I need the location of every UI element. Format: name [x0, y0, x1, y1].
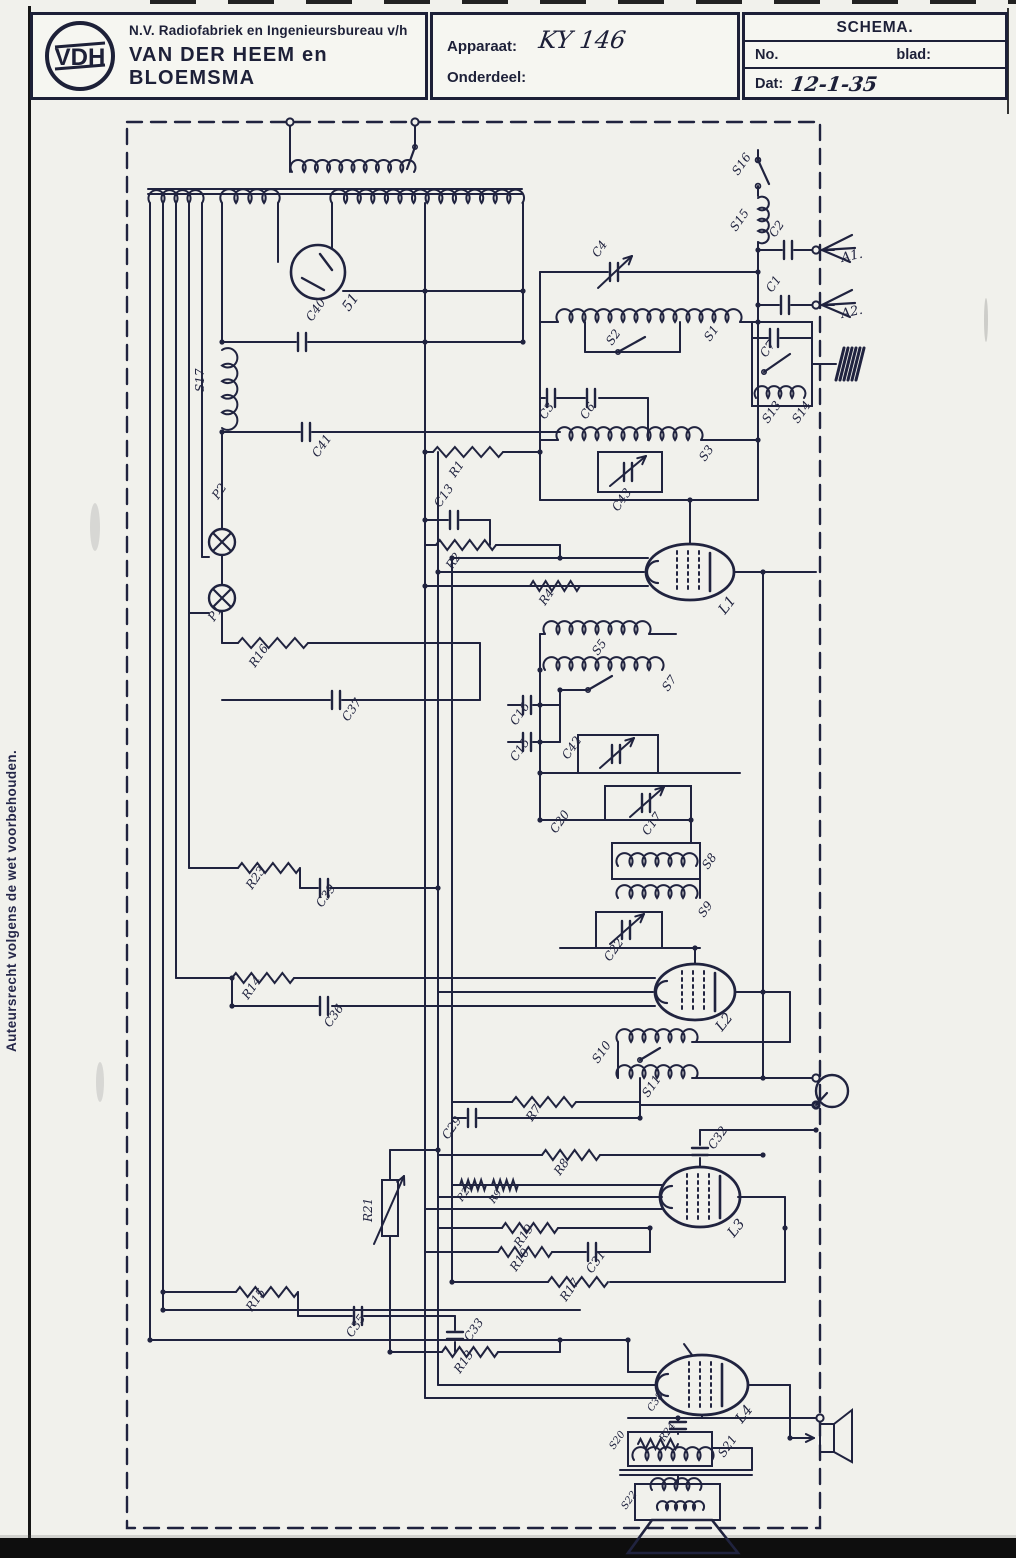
schema-block: SCHEMA. No. blad: Dat: 12-1-35	[742, 12, 1008, 100]
onderdeel-label: Onderdeel:	[447, 69, 527, 86]
svg-text:S5: S5	[589, 637, 610, 658]
svg-text:R1: R1	[445, 458, 467, 481]
svg-text:C1: C1	[763, 273, 784, 295]
svg-text:C41: C41	[309, 432, 334, 460]
svg-text:R10: R10	[506, 1245, 532, 1274]
apparatus-block: Apparaat: KY 146 Onderdeel:	[430, 12, 740, 100]
apparaat-value: KY 146	[537, 26, 629, 54]
onderdeel-row: Onderdeel:	[447, 69, 723, 87]
schema-title: SCHEMA.	[745, 15, 1005, 42]
svg-text:S8: S8	[699, 850, 720, 871]
svg-text:C20: C20	[547, 807, 573, 835]
svg-text:S10: S10	[589, 1038, 614, 1066]
svg-text:S13: S13	[759, 398, 784, 426]
scan-edge-left	[28, 6, 31, 1540]
svg-text:C4: C4	[589, 238, 610, 260]
manufacturer-block: VDH N.V. Radiofabriek en Ingenieursburea…	[30, 12, 428, 100]
svg-text:51: 51	[339, 291, 362, 315]
svg-text:C42: C42	[559, 734, 584, 762]
svg-text:C17: C17	[639, 809, 665, 837]
no-label: No.	[755, 47, 779, 63]
title-block: VDH N.V. Radiofabriek en Ingenieursburea…	[30, 12, 1008, 100]
svg-text:R9: R9	[487, 1188, 505, 1207]
svg-text:A2.: A2.	[839, 303, 864, 322]
scan-edge-top	[150, 0, 1016, 4]
svg-text:S2: S2	[603, 327, 624, 348]
schema-date-row: Dat: 12-1-35	[745, 69, 1005, 99]
svg-text:S16: S16	[729, 150, 754, 178]
company-titles: N.V. Radiofabriek en Ingenieursbureau v/…	[129, 23, 417, 90]
svg-text:R14: R14	[238, 974, 264, 1003]
svg-text:C40: C40	[303, 295, 329, 323]
apparaat-label: Apparaat:	[447, 38, 518, 55]
svg-text:S7: S7	[659, 672, 680, 693]
svg-text:C39: C39	[313, 881, 339, 909]
svg-text:S15: S15	[727, 206, 752, 233]
svg-text:C32: C32	[705, 1124, 730, 1152]
svg-text:R21: R21	[361, 1198, 375, 1223]
svg-text:S22: S22	[619, 1489, 639, 1511]
scan-edge-bottom	[0, 1538, 1016, 1558]
vdh-logo-icon: VDH	[45, 21, 115, 91]
svg-text:S1: S1	[701, 323, 722, 344]
logo-monogram: VDH	[55, 44, 106, 71]
svg-text:S14: S14	[789, 398, 814, 425]
svg-text:S9: S9	[695, 898, 716, 919]
svg-text:A1.: A1.	[839, 247, 864, 266]
svg-text:C16: C16	[507, 699, 533, 727]
svg-text:S21: S21	[715, 1432, 740, 1459]
blad-label: blad:	[896, 47, 931, 63]
svg-text:R2: R2	[442, 550, 464, 573]
svg-text:L2: L2	[712, 1010, 736, 1035]
svg-text:C7: C7	[757, 338, 778, 360]
svg-text:L1: L1	[715, 593, 739, 618]
svg-text:S3: S3	[696, 442, 717, 463]
dat-label: Dat:	[755, 76, 784, 92]
schema-number-row: No. blad:	[745, 42, 1005, 69]
apparaat-row: Apparaat: KY 146	[447, 26, 723, 57]
svg-text:C13: C13	[431, 481, 457, 509]
svg-text:S17: S17	[193, 368, 207, 392]
dat-value: 12-1-35	[789, 72, 880, 96]
svg-text:C15: C15	[507, 736, 532, 764]
svg-text:S20: S20	[607, 1429, 628, 1452]
company-line2: VAN DER HEEM en BLOEMSMA	[129, 43, 328, 89]
svg-text:P2: P2	[208, 481, 229, 503]
company-line1: N.V. Radiofabriek en Ingenieursbureau v/…	[129, 22, 408, 38]
scan-edge-right	[1007, 8, 1009, 114]
